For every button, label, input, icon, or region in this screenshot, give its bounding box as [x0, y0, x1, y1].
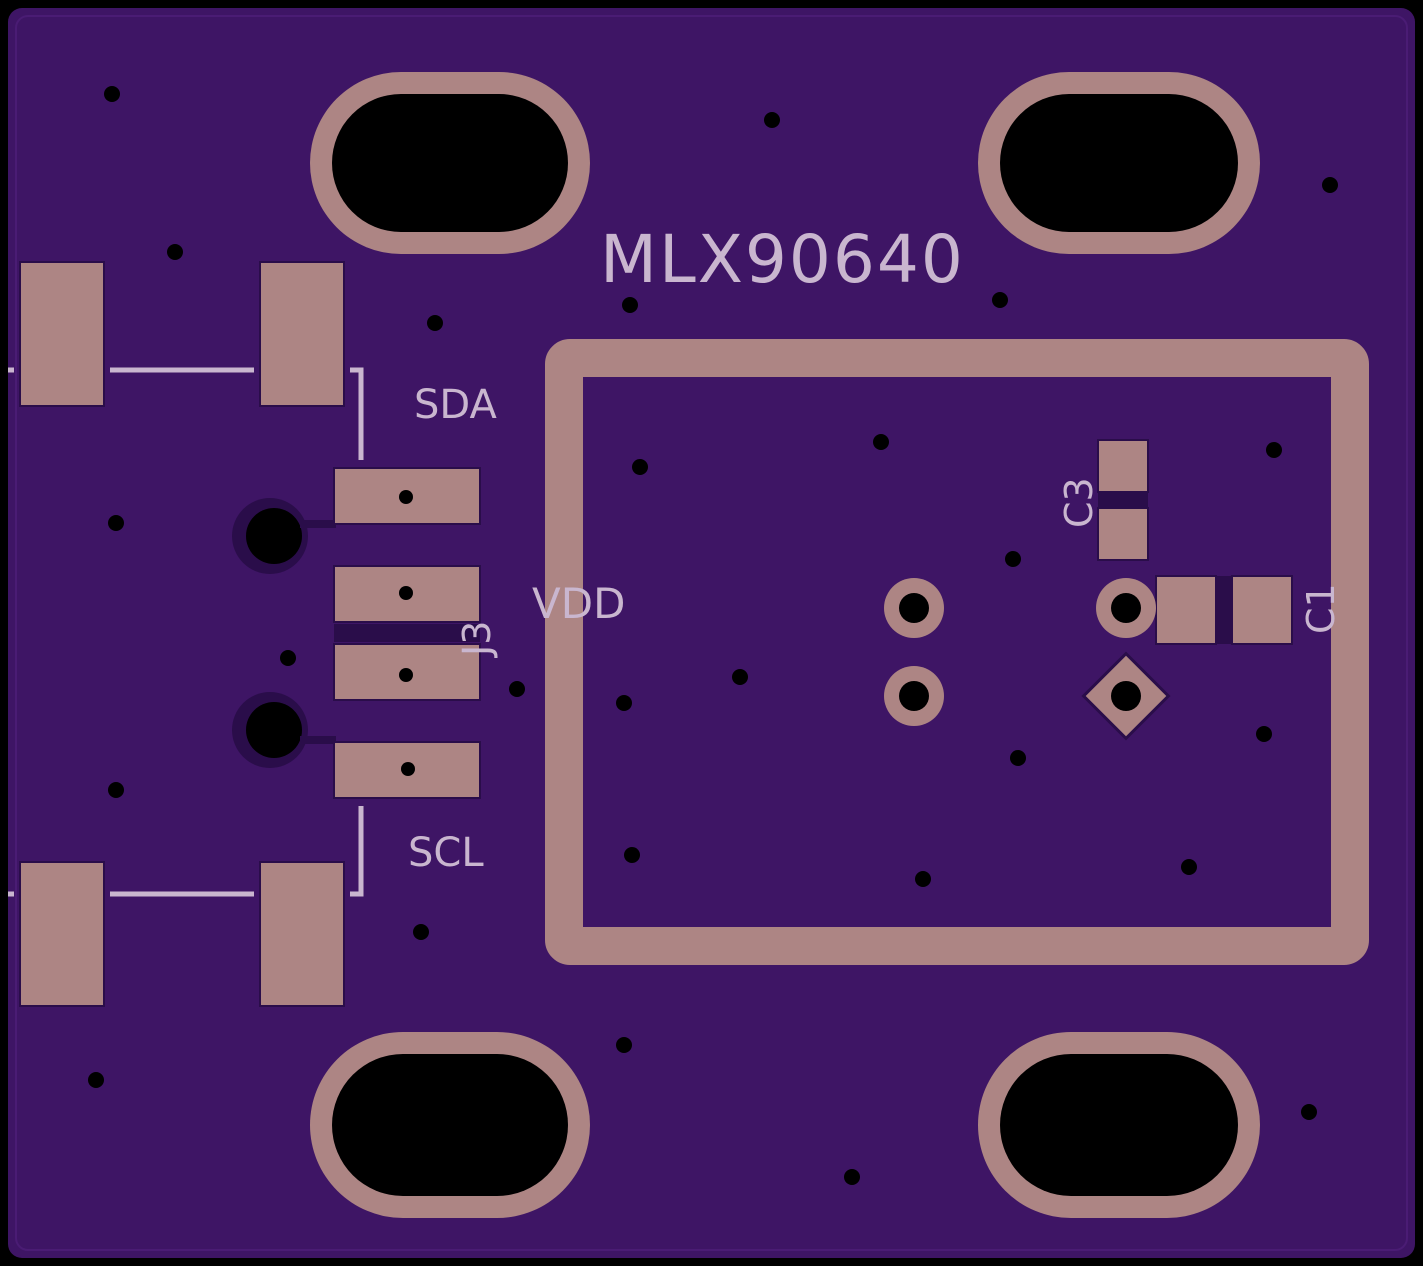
- label-sda: SDA: [414, 382, 497, 428]
- j3-pad-4: [333, 741, 481, 799]
- mount-pad-bottom-left: [19, 861, 105, 1007]
- connector-locating-holes: [232, 498, 336, 768]
- sensor-footprint-frame: [545, 339, 1369, 965]
- stitching-vias: [88, 86, 1338, 1185]
- capacitor-c3: [1097, 439, 1149, 561]
- connector-j3-pads: [333, 467, 481, 799]
- sensor-pins: [884, 578, 1171, 741]
- board-inner-edge: [15, 15, 1408, 1251]
- mount-pad-bottom-right: [259, 861, 345, 1007]
- via-icon: [246, 702, 302, 758]
- board-title: MLX90640: [600, 221, 965, 298]
- mounting-hole-top-left: [310, 72, 590, 254]
- via-icon: [246, 508, 302, 564]
- mount-pad-top-right: [259, 261, 345, 407]
- label-vdd: VDD: [532, 579, 625, 628]
- label-c1: C1: [1299, 583, 1343, 634]
- connector-silkscreen: [8, 367, 364, 897]
- label-c3: C3: [1057, 477, 1101, 528]
- mount-pad-top-left: [19, 261, 105, 407]
- label-scl: SCL: [408, 830, 484, 876]
- label-j3: J3: [455, 621, 499, 658]
- mounting-hole-bottom-right: [978, 1032, 1260, 1218]
- mounting-hole-bottom-left: [310, 1032, 590, 1218]
- connector-mount-pads: [19, 261, 345, 1007]
- mounting-hole-top-right: [978, 72, 1260, 254]
- capacitor-c1: [1155, 575, 1293, 645]
